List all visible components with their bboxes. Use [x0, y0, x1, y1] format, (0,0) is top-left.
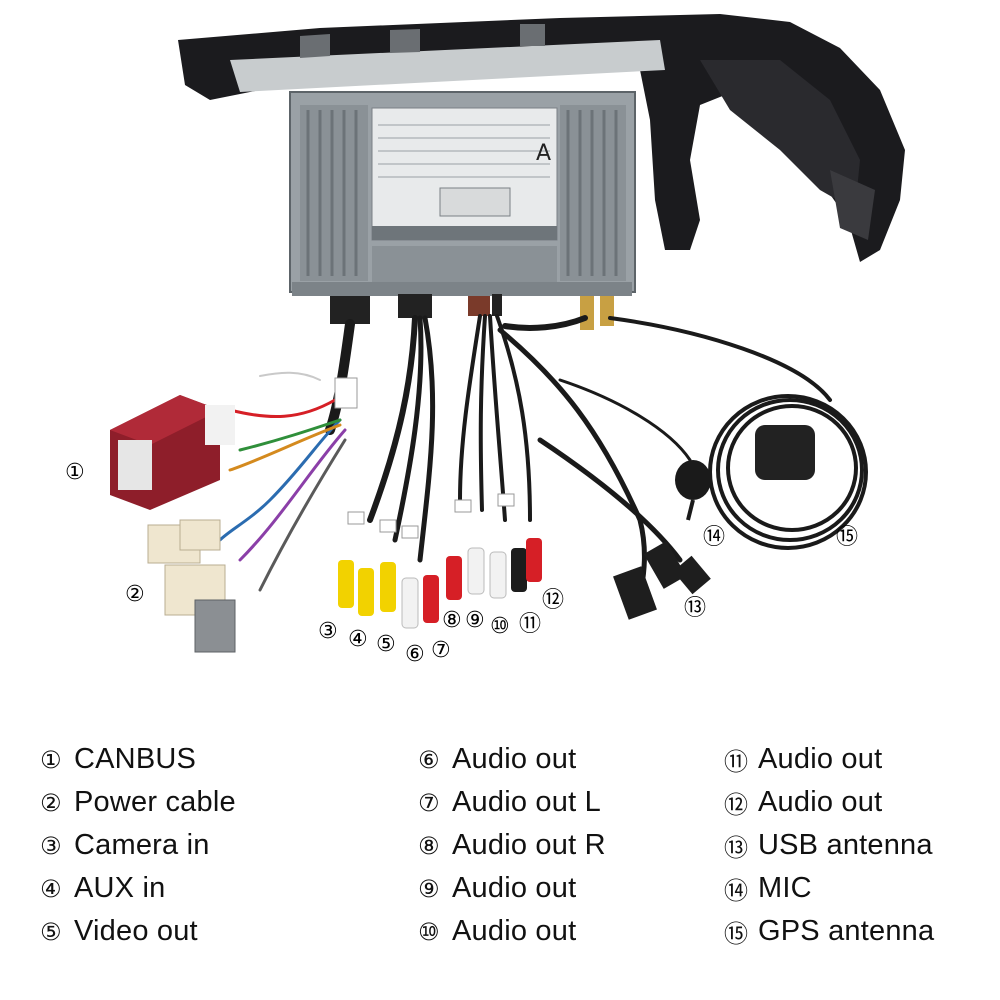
legend-item: ① CANBUS	[40, 738, 236, 781]
legend-number: ③	[40, 831, 62, 860]
legend-label: Camera in	[74, 829, 210, 861]
legend-label: AUX in	[74, 872, 166, 904]
legend-column-2: ⑥ Audio out ⑦ Audio out L ⑧ Audio out R ⑨ Au…	[418, 738, 606, 953]
callout-11: ⑪	[519, 612, 542, 637]
legend-label: Audio out	[452, 872, 577, 904]
callout-15: ⑮	[836, 525, 859, 550]
callout-7: ⑦	[431, 638, 451, 663]
legend-label: Audio out	[758, 743, 883, 775]
callout-1: ①	[65, 460, 85, 485]
rca-plugs	[338, 538, 542, 629]
legend-label: Power cable	[74, 786, 236, 818]
legend-label: USB antenna	[758, 829, 933, 861]
gps-antenna-cable-coil	[708, 394, 868, 550]
callout-12: ⑫	[542, 588, 565, 613]
legend-label: Audio out	[758, 786, 883, 818]
legend-item: ⑨ Audio out	[418, 867, 606, 910]
legend-item: ⑮ GPS antenna	[724, 910, 934, 953]
callout-9: ⑨	[465, 608, 485, 633]
legend-label: Audio out R	[452, 829, 606, 861]
callout-14: ⑭	[703, 525, 726, 550]
callout-2: ②	[125, 582, 145, 607]
usb-plugs	[613, 541, 711, 620]
legend-label: Audio out L	[452, 786, 601, 818]
legend-item: ④ AUX in	[40, 867, 236, 910]
wiring-photo: A	[110, 14, 905, 653]
legend-item: ② Power cable	[40, 781, 236, 824]
legend-item: ⑦ Audio out L	[418, 781, 606, 824]
legend-item: ⑧ Audio out R	[418, 824, 606, 867]
callout-5: ⑤	[376, 632, 396, 657]
mic-stem	[686, 499, 695, 521]
legend-item: ⑥ Audio out	[418, 738, 606, 781]
power-connectors	[147, 519, 236, 653]
legend-item: ⑫ Audio out	[724, 781, 934, 824]
legend-number: ①	[40, 745, 62, 774]
legend-item: ③ Camera in	[40, 824, 236, 867]
legend-label: Audio out	[452, 915, 577, 947]
unit-panel-letter: A	[536, 141, 551, 166]
legend-label: CANBUS	[74, 743, 197, 775]
head-unit-chassis: A	[289, 91, 636, 296]
legend-number: ⑦	[418, 788, 440, 817]
legend-label: Audio out	[452, 743, 577, 775]
legend-number: ⑬	[724, 834, 748, 862]
legend-label: Video out	[74, 915, 198, 947]
legend-number: ⑩	[418, 917, 440, 946]
legend-item: ⑤ Video out	[40, 910, 236, 953]
legend-number: ②	[40, 788, 62, 817]
legend-item: ⑬ USB antenna	[724, 824, 934, 867]
legend-number: ⑤	[40, 917, 62, 946]
callout-13: ⑬	[684, 596, 707, 621]
legend-item: ⑭ MIC	[724, 867, 934, 910]
canbus-box	[110, 395, 235, 510]
callout-3: ③	[318, 619, 338, 644]
legend-label: GPS antenna	[758, 915, 935, 947]
legend-item: ⑩ Audio out	[418, 910, 606, 953]
legend-item: ⑪ Audio out	[724, 738, 934, 781]
cable-tags	[334, 377, 515, 539]
callout-4: ④	[348, 627, 368, 652]
gps-antenna-puck	[755, 425, 815, 480]
dashboard-bezel	[178, 14, 905, 262]
legend-number: ⑪	[724, 748, 748, 776]
legend-number: ⑮	[724, 920, 748, 948]
callout-10: ⑩	[490, 614, 510, 639]
legend-number: ⑨	[418, 874, 440, 903]
legend-number: ④	[40, 874, 62, 903]
legend-number: ⑭	[724, 877, 748, 905]
legend-label: MIC	[758, 872, 812, 904]
mic-head	[675, 460, 711, 500]
callout-8: ⑧	[442, 608, 462, 633]
legend-number: ⑫	[724, 791, 748, 819]
legend-number: ⑥	[418, 745, 440, 774]
legend-number: ⑧	[418, 831, 440, 860]
callout-6: ⑥	[405, 642, 425, 667]
